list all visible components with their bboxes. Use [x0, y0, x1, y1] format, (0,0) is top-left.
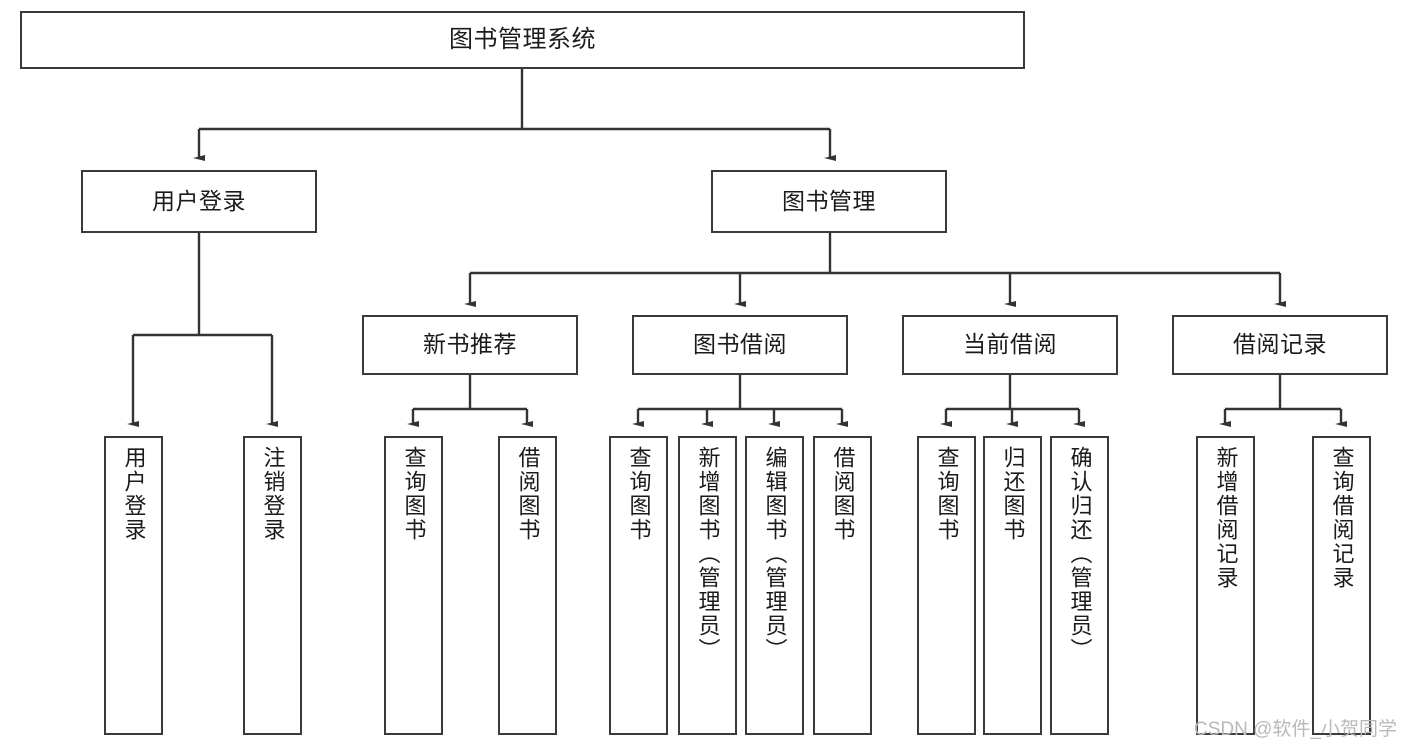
node-label: 新增图书（管理员） — [695, 446, 721, 662]
node-user-login[interactable]: 用户登录 — [81, 170, 317, 233]
node-label: 查询图书 — [401, 446, 427, 542]
leaf-user-login-logout[interactable]: 注销登录 — [243, 436, 302, 735]
leaf-borrow-query-book[interactable]: 查询图书 — [609, 436, 668, 735]
node-label: 归还图书 — [1000, 446, 1026, 542]
node-borrow-record[interactable]: 借阅记录 — [1172, 315, 1388, 375]
node-label: 图书管理系统 — [449, 25, 596, 53]
node-label: 查询图书 — [934, 446, 960, 542]
node-label: 确认归还（管理员） — [1067, 446, 1093, 662]
node-label: 查询借阅记录 — [1329, 446, 1355, 590]
leaf-current-query-book[interactable]: 查询图书 — [917, 436, 976, 735]
leaf-borrow-borrow-book[interactable]: 借阅图书 — [813, 436, 872, 735]
node-label: 借阅图书 — [830, 446, 856, 542]
csdn-watermark: CSDN @软件_小贺同学 — [1194, 719, 1397, 740]
node-label: 借阅记录 — [1233, 331, 1327, 358]
node-label: 新书推荐 — [423, 331, 517, 358]
node-label: 当前借阅 — [963, 331, 1057, 358]
node-label: 图书借阅 — [693, 331, 787, 358]
leaf-current-return-book[interactable]: 归还图书 — [983, 436, 1042, 735]
leaf-user-login-login[interactable]: 用户登录 — [104, 436, 163, 735]
node-label: 图书管理 — [782, 187, 876, 214]
leaf-record-add-borrow-record[interactable]: 新增借阅记录 — [1196, 436, 1255, 735]
node-root-book-management-system[interactable]: 图书管理系统 — [20, 11, 1025, 69]
leaf-new-book-borrow[interactable]: 借阅图书 — [498, 436, 557, 735]
node-label: 用户登录 — [152, 187, 246, 214]
node-label: 查询图书 — [626, 446, 652, 542]
leaf-current-confirm-return-admin[interactable]: 确认归还（管理员） — [1050, 436, 1109, 735]
node-new-book-recommend[interactable]: 新书推荐 — [362, 315, 578, 375]
node-label: 注销登录 — [260, 446, 286, 542]
node-label: 新增借阅记录 — [1213, 446, 1239, 590]
node-current-borrow[interactable]: 当前借阅 — [902, 315, 1118, 375]
leaf-borrow-edit-book-admin[interactable]: 编辑图书（管理员） — [745, 436, 804, 735]
node-label: 借阅图书 — [515, 446, 541, 542]
leaf-new-book-query[interactable]: 查询图书 — [384, 436, 443, 735]
leaf-record-query-borrow-record[interactable]: 查询借阅记录 — [1312, 436, 1371, 735]
node-book-management[interactable]: 图书管理 — [711, 170, 947, 233]
node-label: 用户登录 — [121, 446, 147, 542]
leaf-borrow-add-book-admin[interactable]: 新增图书（管理员） — [678, 436, 737, 735]
node-label: 编辑图书（管理员） — [762, 446, 788, 662]
node-book-borrow[interactable]: 图书借阅 — [632, 315, 848, 375]
